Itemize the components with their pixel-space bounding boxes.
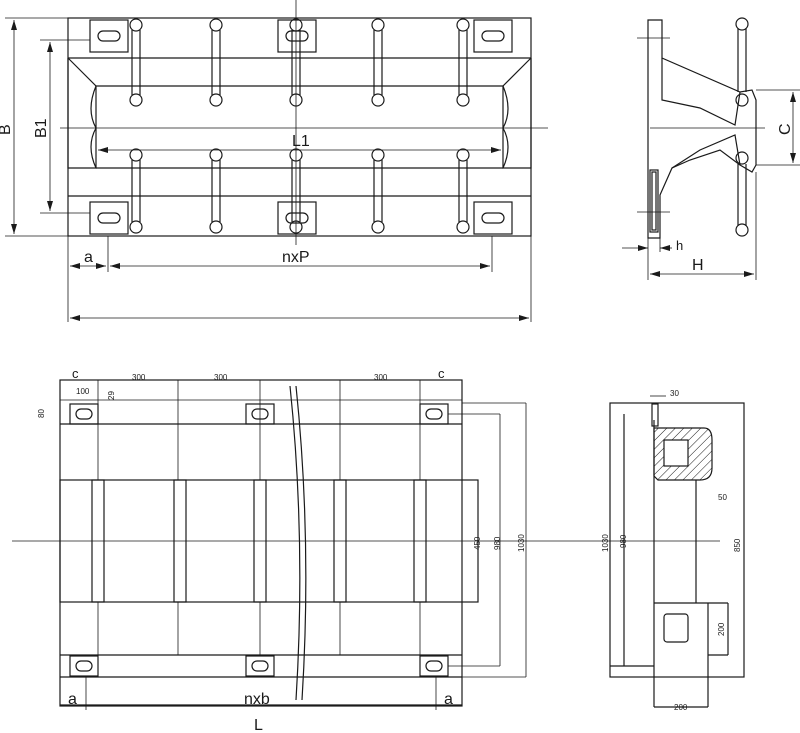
dim-200-v: 200 (717, 622, 726, 636)
slots-top (69, 403, 449, 425)
dim-300-3: 300 (374, 373, 388, 382)
bolt-row-bottom (129, 148, 470, 234)
section-view: 30 1030 980 50 850 200 200 (601, 389, 745, 712)
label-B1: B1 (33, 118, 50, 138)
label-C: C (777, 123, 794, 135)
dim-200-h: 200 (674, 703, 688, 712)
label-nxP: nxP (282, 249, 310, 266)
label-a-top: a (84, 249, 93, 266)
bolt-row-top (129, 18, 470, 107)
dim-980-right: 980 (619, 534, 628, 548)
dim-29: 29 (107, 391, 116, 400)
label-c-right: c (438, 366, 445, 381)
label-H: H (692, 257, 704, 274)
dim-30: 30 (670, 389, 679, 398)
label-c-left: c (72, 366, 79, 381)
dim-80: 80 (37, 409, 46, 418)
dim-100: 100 (76, 387, 90, 396)
dim-300-1: 300 (132, 373, 146, 382)
dim-980-left: 980 (493, 536, 502, 550)
label-nxb: nxb (244, 691, 270, 708)
dim-50: 50 (718, 493, 727, 502)
label-L: L (254, 717, 263, 733)
label-h: h (676, 238, 683, 253)
label-a-bottom-right: a (444, 691, 453, 708)
side-view: C h H (622, 17, 800, 280)
top-plan-view: B B1 L1 a nxP (0, 0, 548, 322)
dim-450: 450 (473, 536, 482, 550)
dim-850: 850 (733, 538, 742, 552)
dim-1030-left: 1030 (517, 534, 526, 552)
label-B: B (0, 124, 14, 135)
label-a-bottom-left: a (68, 691, 77, 708)
bottom-plan-view: 450 980 1030 c c 300 300 300 100 80 29 a… (12, 366, 720, 733)
label-L1: L1 (292, 133, 310, 150)
vertical-channels (91, 424, 427, 655)
slots-bottom (69, 655, 449, 677)
dim-300-2: 300 (214, 373, 228, 382)
dim-1030-right: 1030 (601, 534, 610, 552)
mounting-plates (89, 19, 513, 235)
